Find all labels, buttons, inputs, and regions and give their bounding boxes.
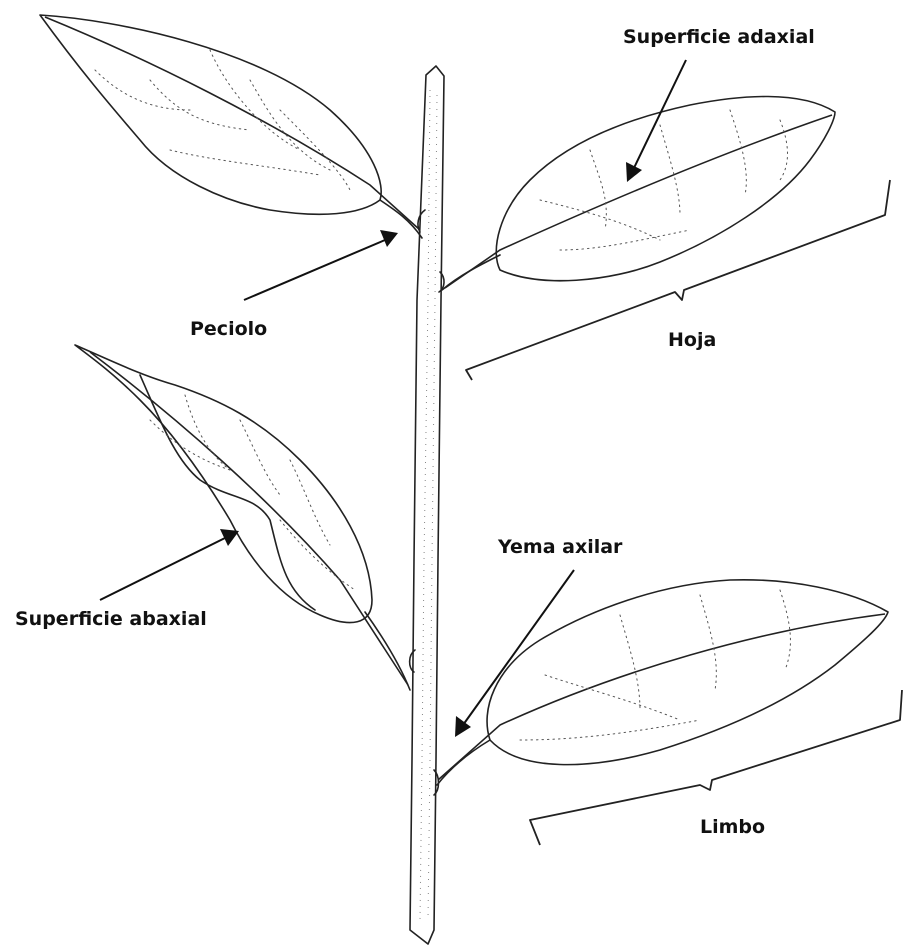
- label-blade: Limbo: [700, 816, 765, 838]
- label-lower-surface: Superficie abaxial: [15, 608, 207, 630]
- arrow-petiole: [244, 230, 398, 300]
- label-upper-surface: Superficie adaxial: [623, 26, 815, 48]
- stem: [410, 66, 444, 944]
- arrow-upper-surface: [626, 60, 686, 182]
- arrow-axillary-bud: [455, 570, 574, 737]
- arrow-lower-surface: [100, 529, 239, 600]
- leaf-lower-right: [437, 580, 888, 785]
- label-axillary-bud: Yema axilar: [497, 536, 623, 558]
- leaf-upper-left: [40, 15, 422, 238]
- label-petiole: Peciolo: [190, 318, 267, 340]
- label-leaf: Hoja: [668, 329, 716, 351]
- leaf-lower-left: [75, 345, 410, 690]
- leaf-upper-right: [442, 96, 835, 290]
